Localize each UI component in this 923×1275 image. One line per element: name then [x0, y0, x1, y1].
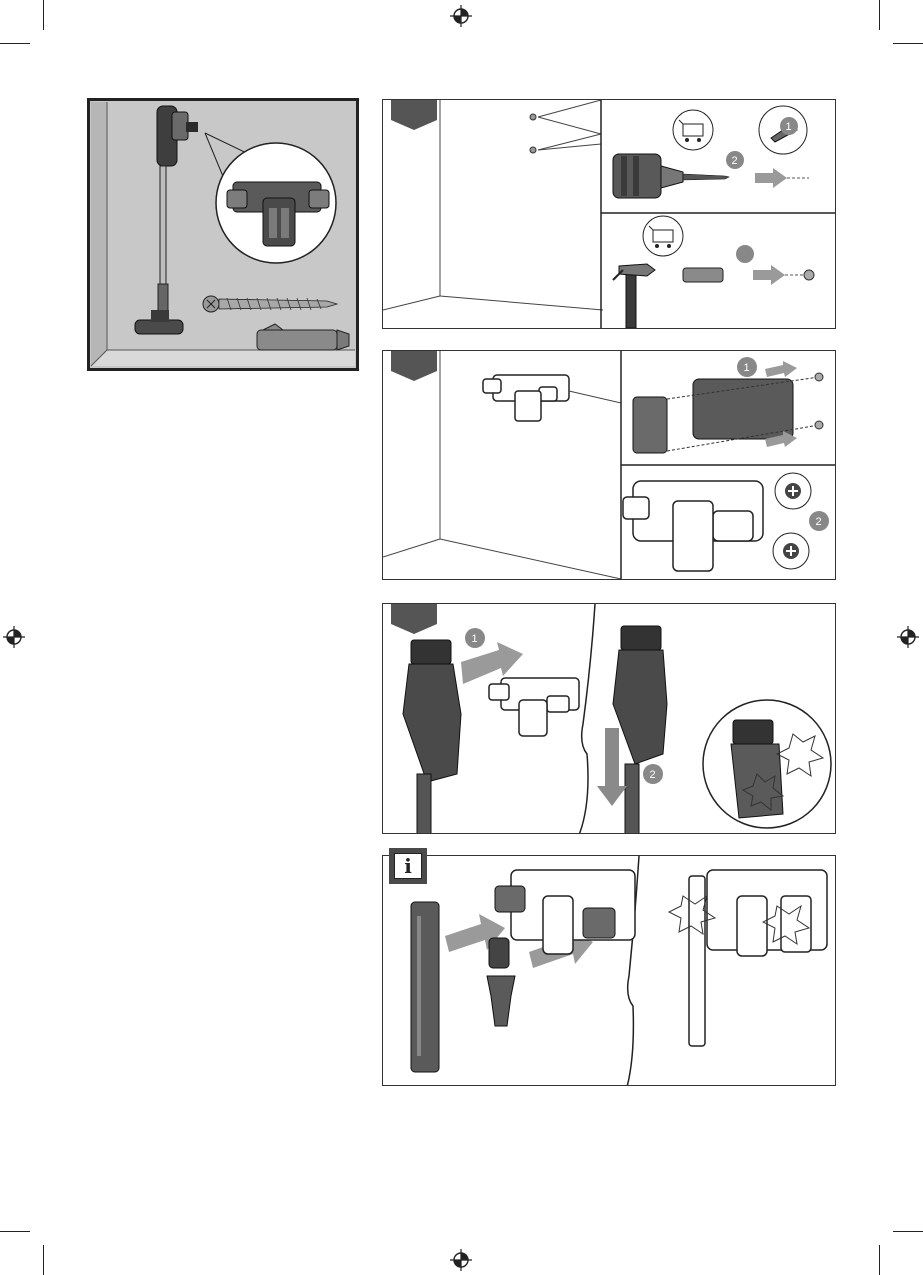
- arrow-icon: [753, 265, 785, 285]
- crop-mark: [893, 43, 923, 44]
- arrow-icon: [765, 361, 797, 377]
- crevice-tool-icon: [411, 902, 439, 1072]
- holder-icon: [483, 375, 569, 421]
- step-1-panel: 2 1: [382, 99, 836, 329]
- badge-1: 1: [472, 633, 478, 645]
- info-icon: i: [389, 848, 427, 884]
- crop-mark: [43, 0, 44, 30]
- crop-mark: [879, 0, 880, 30]
- info-label: i: [394, 853, 422, 879]
- crop-mark: [0, 43, 30, 44]
- crop-mark: [0, 1231, 30, 1232]
- badge-2: 2: [816, 516, 822, 528]
- hammer-icon: [613, 264, 655, 328]
- crop-mark: [893, 1231, 923, 1232]
- step-2-panel: 1 2: [382, 350, 836, 580]
- crop-mark: [879, 1245, 880, 1275]
- registration-mark-icon: [897, 626, 919, 648]
- crop-mark: [43, 1245, 44, 1275]
- registration-mark-icon: [3, 626, 25, 648]
- holder-icon: [495, 870, 635, 954]
- badge-1: 1: [744, 362, 750, 374]
- badge-2: 2: [650, 769, 656, 781]
- vacuum-icon: [403, 640, 461, 834]
- holder-icon: [489, 678, 579, 736]
- registration-mark-icon: [450, 1249, 472, 1271]
- step-marker-icon: [391, 604, 437, 634]
- vacuum-icon: [613, 626, 667, 834]
- drill-icon: [613, 154, 729, 198]
- overview-illustration: [87, 98, 359, 371]
- badge-2: 2: [732, 155, 738, 167]
- arrow-icon: [755, 168, 787, 188]
- arrow-icon: [597, 728, 627, 806]
- step-3-panel: 1 2: [382, 603, 836, 834]
- brush-tool-icon: [489, 938, 509, 968]
- badge-1: 1: [786, 121, 792, 133]
- info-panel: [382, 855, 836, 1086]
- step-marker-icon: [391, 100, 437, 130]
- step-marker-icon: [391, 351, 437, 381]
- registration-mark-icon: [450, 5, 472, 27]
